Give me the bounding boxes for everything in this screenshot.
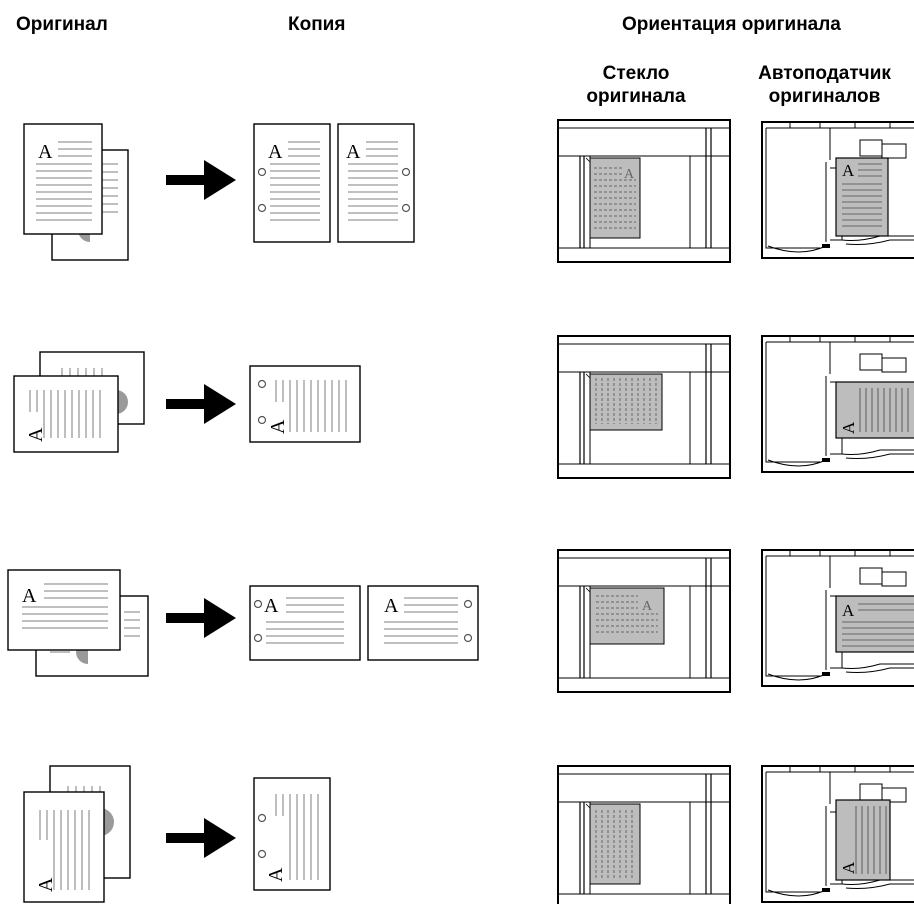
svg-text:A: A xyxy=(22,585,37,607)
svg-text:A: A xyxy=(624,167,635,182)
row-2: A A xyxy=(13,335,914,479)
subheader-glass-line2: оригинала xyxy=(586,86,686,107)
copy-pages-4: A xyxy=(253,777,331,891)
adf-feeder-4: A xyxy=(761,765,914,903)
svg-text:A: A xyxy=(842,601,855,620)
arrow-icon xyxy=(166,818,236,858)
svg-text:A: A xyxy=(839,861,858,874)
copy-pages-1: A A xyxy=(253,123,415,243)
subheader-glass-line1: Стекло xyxy=(602,63,670,84)
original-sheets-2: A xyxy=(13,351,145,453)
glass-scanner-3: A xyxy=(557,549,731,693)
original-sheets-3: A xyxy=(7,569,149,677)
original-sheets-4: A xyxy=(23,765,131,903)
svg-text:A: A xyxy=(346,141,361,163)
svg-text:A: A xyxy=(267,419,289,434)
arrow-icon xyxy=(166,598,236,638)
arrow-icon xyxy=(166,160,236,200)
adf-feeder-1: A xyxy=(761,121,914,259)
subheader-adf-line1: Автоподатчик xyxy=(758,63,891,84)
glass-scanner-2 xyxy=(557,335,731,479)
svg-text:A: A xyxy=(35,877,57,892)
subheader-glass: Стекло оригинала xyxy=(548,62,724,108)
sheet-letter: A xyxy=(38,141,53,163)
row-3: A A A xyxy=(7,549,914,693)
row-4: A A xyxy=(23,765,914,904)
arrow-icon xyxy=(166,384,236,424)
svg-text:A: A xyxy=(642,599,653,614)
glass-scanner-4 xyxy=(557,765,731,904)
svg-text:A: A xyxy=(839,421,858,434)
original-sheets-1: A xyxy=(23,123,129,261)
svg-text:A: A xyxy=(264,595,279,617)
svg-text:A: A xyxy=(268,141,283,163)
copy-pages-3: A A xyxy=(249,585,479,661)
svg-text:A: A xyxy=(25,427,47,442)
header-original: Оригинал xyxy=(16,14,108,35)
subheader-adf-line2: оригиналов xyxy=(768,86,881,107)
svg-text:A: A xyxy=(384,595,399,617)
adf-feeder-2: A xyxy=(761,335,914,473)
copy-pages-2: A xyxy=(249,365,361,443)
svg-text:A: A xyxy=(842,161,855,180)
subheader-adf: Автоподатчик оригиналов xyxy=(735,62,914,108)
glass-scanner-1: A xyxy=(557,119,731,263)
svg-text:A: A xyxy=(265,867,287,882)
header-orientation: Ориентация оригинала xyxy=(622,14,841,35)
row-1: A A xyxy=(23,119,914,263)
header-copy: Копия xyxy=(288,14,346,35)
adf-feeder-3: A xyxy=(761,549,914,687)
